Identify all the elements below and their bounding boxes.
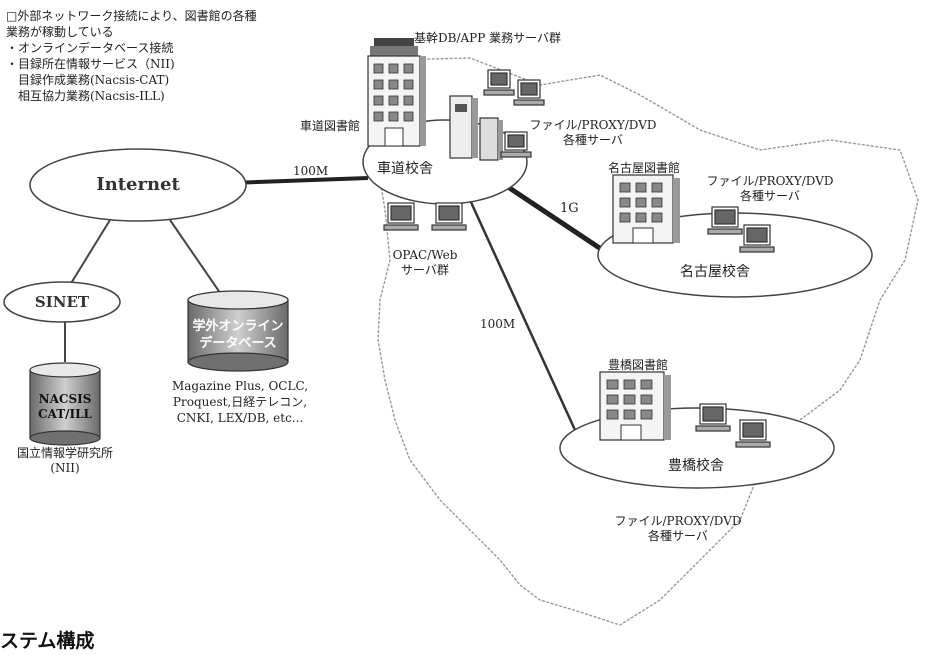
region-boundary [371, 57, 919, 626]
toyohashi-library-building-icon [599, 371, 671, 441]
opac-servers-label: OPAC/Web サーバ群 [380, 248, 470, 278]
note-line: 業務が稼動している [6, 25, 114, 39]
internet-cloud [29, 148, 247, 222]
toyohashi-library-label: 豊橋図書館 [608, 358, 669, 372]
external-db-label-line: データベース [199, 336, 277, 351]
sinet-label: SINET [34, 293, 90, 311]
link-label-kurumamichi-nagoya: 1G [560, 201, 579, 216]
db-list-line: CNKI, LEX/DB, etc... [176, 411, 304, 425]
nii-label-line: 国立情報学研究所 [16, 446, 113, 460]
note-line: ・目録所在情報サービス（NII) [6, 57, 175, 71]
db-list-line: Magazine Plus, OCLC, [171, 379, 309, 393]
external-db-label: 学外オンライン データベース [188, 318, 288, 352]
sinet-cloud [3, 281, 121, 323]
link-kurumamichi-nagoya [503, 182, 612, 258]
link-kurumamichi-toyohashi [468, 199, 577, 431]
link-label-kurumamichi-toyohashi: 100M [480, 317, 516, 331]
opac-label-line: OPAC/Web [392, 248, 458, 262]
nacsis-database-icon [29, 362, 101, 446]
link-internet-sinet [69, 219, 111, 286]
nacsis-label: NACSIS CAT/ILL [30, 392, 100, 422]
external-online-db-icon [187, 290, 289, 372]
external-db-list: Magazine Plus, OCLC, Proquest,日経テレコン, CN… [150, 378, 330, 426]
server-label-line: 各種サーバ [563, 133, 623, 147]
kurumamichi-library-label: 車道図書館 [300, 119, 361, 133]
internet-label: Internet [96, 174, 180, 195]
db-list-line: Proquest,日経テレコン, [172, 395, 308, 409]
link-internet-kurumamichi [229, 176, 369, 185]
server-label-line: 各種サーバ [740, 189, 800, 203]
note-line: 目録作成業務(Nacsis-CAT) [6, 73, 170, 87]
opac-label-line: サーバ群 [401, 263, 449, 277]
kurumamichi-library-building-icon [367, 38, 426, 147]
nagoya-library-label: 名古屋図書館 [608, 161, 681, 175]
nacsis-label-line: CAT/ILL [37, 407, 92, 421]
nagoya-library-building-icon [612, 174, 680, 244]
server-label-line: 各種サーバ [648, 529, 708, 543]
nii-label-line: (NII) [50, 461, 80, 475]
note-line: ・オンラインデータベース接続 [6, 41, 174, 55]
nagoya-servers-label: ファイル/PROXY/DVD 各種サーバ [700, 174, 840, 204]
nii-label: 国立情報学研究所 (NII) [0, 446, 130, 476]
computer-icons [383, 69, 775, 448]
server-label-line: ファイル/PROXY/DVD [529, 118, 657, 132]
toyohashi-campus-label: 豊橋校舎 [668, 458, 724, 474]
toyohashi-servers-label: ファイル/PROXY/DVD 各種サーバ [608, 514, 748, 544]
server-label-line: ファイル/PROXY/DVD [614, 514, 742, 528]
core-server-rack-icon [449, 95, 503, 161]
note-line: 相互協力業務(Nacsis-ILL) [6, 89, 165, 103]
section-title: ステム構成 [0, 630, 95, 652]
kurumamichi-campus-label: 車道校舎 [377, 161, 433, 177]
link-label-internet-kurumamichi: 100M [293, 164, 329, 178]
nacsis-label-line: NACSIS [38, 392, 92, 406]
network-notes: □外部ネットワーク接続により、図書館の各種 業務が稼動している ・オンラインデー… [6, 8, 257, 104]
nagoya-campus-label: 名古屋校舎 [680, 264, 750, 280]
core-servers-label: 基幹DB/APP 業務サーバ群 [414, 31, 561, 45]
server-label-line: ファイル/PROXY/DVD [706, 174, 834, 188]
kurumamichi-servers-label: ファイル/PROXY/DVD 各種サーバ [528, 118, 658, 148]
link-internet-externaldb [169, 219, 226, 301]
external-db-label-line: 学外オンライン [192, 319, 284, 334]
note-line: □外部ネットワーク接続により、図書館の各種 [6, 9, 257, 23]
